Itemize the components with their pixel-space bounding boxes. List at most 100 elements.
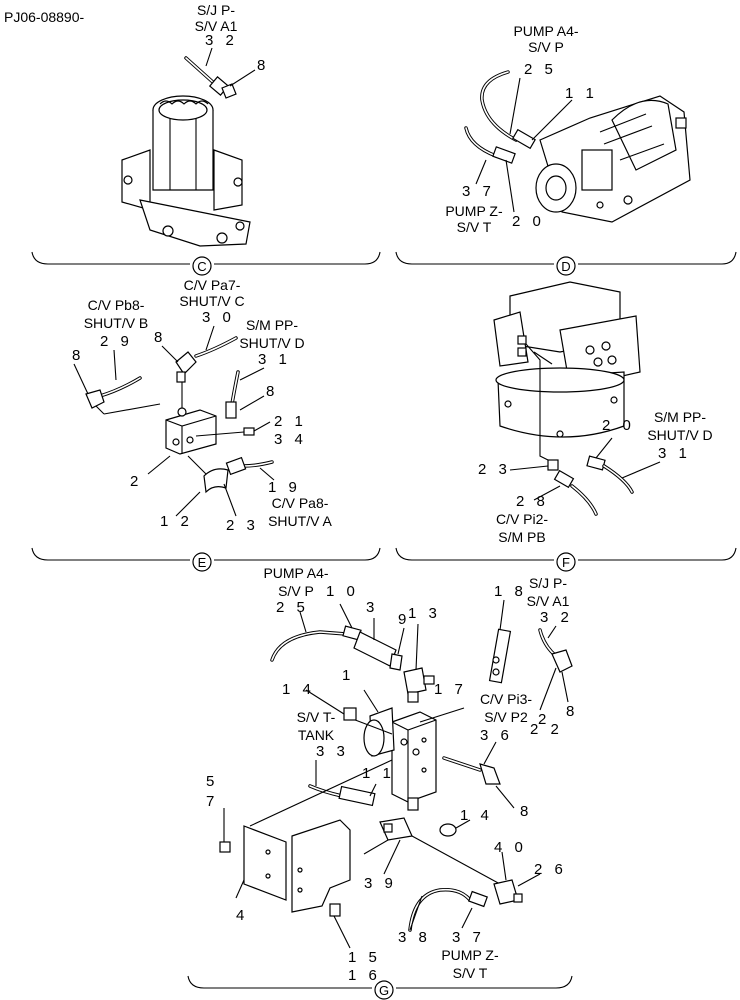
- part-number: 8: [154, 329, 166, 346]
- svg-text:S/V A1: S/V A1: [195, 18, 238, 34]
- view-g-bracket: [187, 975, 372, 989]
- svg-text:D: D: [561, 259, 570, 274]
- view-f-label-2: C/V Pi2- S/M PB: [496, 511, 548, 545]
- view-d: PUMP A4- S/V P 2 5 1 1 3 7 2 0 PUMP Z- S…: [395, 23, 737, 276]
- part-number: 3 2: [205, 32, 238, 49]
- svg-text:C/V Pi2-: C/V Pi2-: [496, 511, 548, 527]
- hose-sm-pp: [225, 367, 265, 419]
- hose-fitting: [184, 47, 256, 99]
- hose-sm-pp-f: [586, 437, 661, 494]
- plug-14-lower: [439, 819, 471, 837]
- view-e-label-4: C/V Pa8- SHUT/V A: [268, 495, 332, 529]
- hose-pa7: [161, 325, 238, 408]
- view-g-label-1: PUMP A4- S/V P: [263, 565, 328, 599]
- part-number: 3 7: [462, 183, 495, 200]
- part-number: 1 5: [348, 949, 381, 966]
- part-number: 2 8: [516, 493, 549, 510]
- view-f-label-1: S/M PP- SHUT/V D: [647, 409, 712, 443]
- svg-text:S/V T: S/V T: [457, 219, 492, 235]
- part-number: 3 9: [364, 875, 397, 892]
- svg-text:S/M PP-: S/M PP-: [654, 409, 706, 425]
- svg-text:SHUT/V A: SHUT/V A: [268, 513, 332, 529]
- part-number: 3 6: [480, 727, 513, 744]
- hose-pump-a4: [480, 70, 573, 150]
- svg-text:C/V Pi3-: C/V Pi3-: [480, 691, 532, 707]
- part-number: 2 0: [602, 417, 635, 434]
- part-number: 2 0: [512, 213, 545, 230]
- part-number: 8: [257, 57, 269, 74]
- part-number: 2: [538, 711, 550, 728]
- view-e-bracket: [31, 547, 190, 561]
- view-d-bracket: [395, 251, 554, 265]
- part-number: 3 0: [202, 309, 235, 326]
- part-number: 1 0: [326, 583, 359, 600]
- view-f-bracket: [395, 547, 554, 561]
- hose-18: [488, 599, 512, 684]
- part-number: 1 7: [434, 681, 467, 698]
- hose-sj-p: [538, 625, 573, 711]
- svg-text:S/V P: S/V P: [278, 583, 314, 599]
- svg-text:C/V Pa8-: C/V Pa8-: [272, 495, 329, 511]
- solenoid-valve-block: [349, 689, 465, 811]
- part-number: 7: [206, 793, 218, 810]
- view-d-marker: D: [556, 256, 576, 276]
- svg-text:S/V A1: S/V A1: [527, 593, 570, 609]
- part-number: 1 1: [362, 765, 395, 782]
- view-c-bracket: [31, 251, 190, 265]
- svg-text:S/V P: S/V P: [528, 39, 564, 55]
- view-e-label-3: S/M PP- SHUT/V D: [239, 317, 304, 351]
- hose-pa8: [175, 455, 275, 517]
- svg-text:PUMP Z-: PUMP Z-: [445, 203, 503, 219]
- view-d-label-1: PUMP A4- S/V P: [513, 23, 578, 55]
- part-number: 3 7: [452, 929, 485, 946]
- part-number: 5: [206, 773, 218, 790]
- svg-text:G: G: [379, 983, 389, 998]
- view-f: S/M PP- SHUT/V D 2 0 3 1 2 3 2 8 C/V Pi2…: [395, 281, 737, 572]
- svg-text:E: E: [198, 555, 207, 570]
- view-c-label-1: S/J P- S/V A1: [195, 2, 238, 34]
- part-number: 8: [566, 703, 578, 720]
- part-number: 1: [342, 667, 354, 684]
- part-number: 8: [72, 347, 84, 364]
- swivel-joint: [121, 95, 251, 247]
- part-number: 3 1: [658, 445, 691, 462]
- svg-text:TANK: TANK: [298, 727, 335, 743]
- view-e-label-1: C/V Pa7- SHUT/V C: [179, 277, 244, 309]
- part-number: 1 4: [460, 807, 493, 824]
- svg-text:SHUT/V B: SHUT/V B: [84, 315, 149, 331]
- svg-text:S/V P2: S/V P2: [484, 709, 528, 725]
- svg-text:S/J P-: S/J P-: [529, 575, 567, 591]
- part-number: 9: [398, 611, 410, 628]
- part-number: 1 9: [268, 479, 301, 496]
- view-c: S/J P- S/V A1 3 2 8: [31, 2, 381, 276]
- view-c-marker: C: [192, 256, 212, 276]
- part-number: 2 2: [530, 721, 563, 738]
- part-number: 2 1: [274, 413, 307, 430]
- view-g-label-2: S/J P- S/V A1: [527, 575, 570, 609]
- tee-fitting: [403, 623, 435, 703]
- part-number: 3 2: [540, 609, 573, 626]
- svg-text:SHUT/V D: SHUT/V D: [239, 335, 304, 351]
- plug-14: [305, 689, 357, 721]
- swing-motor: [493, 281, 641, 463]
- hydraulic-pump: [535, 95, 691, 223]
- svg-text:C/V Pb8-: C/V Pb8-: [88, 297, 145, 313]
- part-number: 2: [130, 473, 142, 490]
- tee-6: [363, 817, 501, 885]
- view-g: PUMP A4- S/V P S/J P- S/V A1 C/V Pi3- S/…: [187, 565, 578, 1000]
- part-number: 2 9: [100, 333, 133, 350]
- part-number: 1 8: [494, 583, 527, 600]
- svg-text:C/V Pa7-: C/V Pa7-: [184, 277, 241, 293]
- view-e-marker: E: [192, 552, 212, 572]
- part-number: 3 8: [398, 929, 431, 946]
- svg-text:PUMP A4-: PUMP A4-: [263, 565, 328, 581]
- svg-text:S/V T-: S/V T-: [297, 709, 336, 725]
- view-f-marker: F: [556, 552, 576, 572]
- svg-text:SHUT/V C: SHUT/V C: [179, 293, 244, 309]
- part-number: 8: [520, 803, 532, 820]
- part-number: 1 4: [282, 681, 315, 698]
- part-number: 2 5: [524, 61, 557, 78]
- svg-text:C: C: [197, 259, 206, 274]
- part-number: 3 4: [274, 431, 307, 448]
